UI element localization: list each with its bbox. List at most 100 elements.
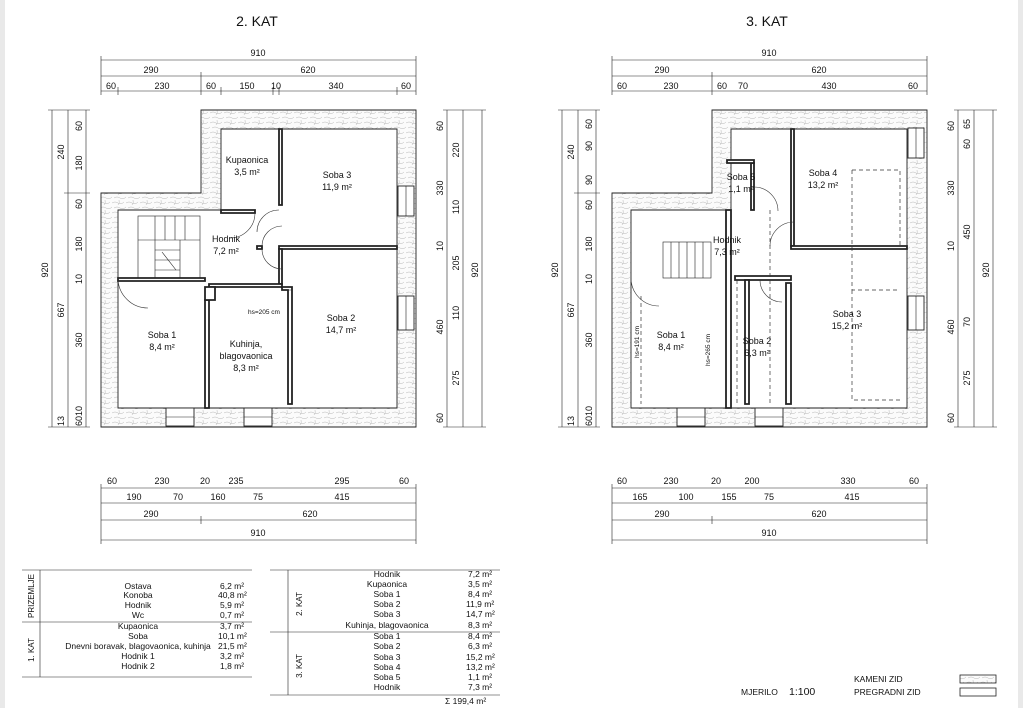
svg-text:110: 110 <box>451 306 461 320</box>
svg-text:620: 620 <box>811 65 826 75</box>
svg-text:60: 60 <box>617 81 627 91</box>
svg-text:230: 230 <box>154 81 169 91</box>
svg-text:8,4 m²: 8,4 m² <box>468 589 492 599</box>
svg-text:1,8 m²: 1,8 m² <box>220 661 244 671</box>
svg-text:910: 910 <box>761 48 776 58</box>
page-edge-left <box>0 0 5 708</box>
svg-text:240: 240 <box>566 144 576 159</box>
svg-text:Kuhinja, blagovaonica: Kuhinja, blagovaonica <box>345 620 428 630</box>
svg-text:415: 415 <box>844 492 859 502</box>
svg-text:15,2 m²: 15,2 m² <box>832 321 863 331</box>
floor-2-plan: Kupaonica 3,5 m² Soba 3 11,9 m² Hodnik 7… <box>40 48 486 544</box>
svg-text:340: 340 <box>328 81 343 91</box>
group-1-kat: 1. KAT <box>27 638 36 662</box>
page-edge-right <box>1018 0 1023 708</box>
svg-text:275: 275 <box>451 370 461 385</box>
svg-text:8,3 m²: 8,3 m² <box>468 620 492 630</box>
svg-text:200: 200 <box>744 476 759 486</box>
svg-text:Soba 5: Soba 5 <box>374 672 401 682</box>
f3-right-dimensions: 60 65 60 330 450 10 920 460 70 275 60 <box>946 109 997 428</box>
svg-text:Soba 3: Soba 3 <box>374 609 401 619</box>
svg-text:275: 275 <box>962 370 972 385</box>
svg-text:Wc: Wc <box>132 610 145 620</box>
svg-text:415: 415 <box>334 492 349 502</box>
f3-room-soba4: Soba 4 <box>809 168 838 178</box>
svg-text:1,1 m²: 1,1 m² <box>728 184 754 194</box>
svg-text:60: 60 <box>717 81 727 91</box>
svg-text:10: 10 <box>584 406 594 416</box>
svg-text:620: 620 <box>302 509 317 519</box>
svg-text:90: 90 <box>584 175 594 185</box>
svg-text:13: 13 <box>56 416 66 426</box>
svg-text:15,2 m²: 15,2 m² <box>466 652 495 662</box>
svg-text:70: 70 <box>173 492 183 502</box>
title-floor-2: 2. KAT <box>236 13 278 29</box>
svg-text:230: 230 <box>154 476 169 486</box>
svg-text:10,1 m²: 10,1 m² <box>218 631 247 641</box>
group-2-kat: 2. KAT <box>295 592 304 616</box>
svg-text:60: 60 <box>617 476 627 486</box>
legend-partition-label: PREGRADNI ZID <box>854 687 921 697</box>
svg-text:180: 180 <box>74 155 84 170</box>
svg-text:290: 290 <box>143 65 158 75</box>
svg-text:14,7 m²: 14,7 m² <box>466 609 495 619</box>
svg-text:10: 10 <box>74 274 84 284</box>
floor-2-stairs <box>137 215 201 279</box>
svg-text:60: 60 <box>399 476 409 486</box>
svg-text:Hodnik 1: Hodnik 1 <box>121 651 155 661</box>
f3-room-hodnik: Hodnik <box>713 235 742 245</box>
svg-text:blagovaonica: blagovaonica <box>219 351 272 361</box>
svg-text:7,3 m²: 7,3 m² <box>714 247 740 257</box>
svg-text:8,4 m²: 8,4 m² <box>468 631 492 641</box>
svg-text:Soba 4: Soba 4 <box>374 662 401 672</box>
svg-text:920: 920 <box>470 262 480 277</box>
svg-text:70: 70 <box>738 81 748 91</box>
svg-text:910: 910 <box>250 48 265 58</box>
svg-text:Soba 1: Soba 1 <box>374 631 401 641</box>
svg-text:620: 620 <box>300 65 315 75</box>
svg-text:Konoba: Konoba <box>123 590 153 600</box>
svg-text:10: 10 <box>584 274 594 284</box>
svg-text:6,2 m²: 6,2 m² <box>220 581 244 591</box>
svg-text:910: 910 <box>250 528 265 538</box>
svg-text:Hodnik: Hodnik <box>374 569 401 579</box>
floor-3-stairs <box>662 241 712 279</box>
svg-text:360: 360 <box>584 332 594 347</box>
svg-text:Soba 2: Soba 2 <box>374 599 401 609</box>
svg-text:14,7 m²: 14,7 m² <box>326 325 357 335</box>
f3-top-dimensions: 910 290 620 60 230 60 70 430 60 <box>611 48 928 95</box>
svg-text:60: 60 <box>435 121 445 131</box>
svg-text:667: 667 <box>56 302 66 317</box>
svg-text:13: 13 <box>566 416 576 426</box>
f2-bottom-dimensions: 60 230 20 235 295 60 190 70 160 75 415 2… <box>100 476 417 544</box>
svg-text:Dnevni boravak, blagovaonica,: Dnevni boravak, blagovaonica, kuhinja <box>65 641 211 651</box>
svg-text:230: 230 <box>663 81 678 91</box>
svg-text:60: 60 <box>946 413 956 423</box>
svg-text:70: 70 <box>962 317 972 327</box>
svg-text:60: 60 <box>584 416 594 426</box>
group-3-kat: 3. KAT <box>295 654 304 678</box>
svg-text:Hodnik 2: Hodnik 2 <box>121 661 155 671</box>
group-prizemlje: PRIZEMLJE <box>27 574 36 618</box>
svg-text:Kupaonica: Kupaonica <box>367 579 407 589</box>
svg-text:11,9 m²: 11,9 m² <box>322 182 352 192</box>
svg-text:7,2 m²: 7,2 m² <box>213 246 239 256</box>
svg-text:450: 450 <box>962 224 972 239</box>
svg-text:60: 60 <box>401 81 411 91</box>
svg-text:180: 180 <box>584 236 594 251</box>
svg-text:920: 920 <box>550 262 560 277</box>
f2-room-kupaonica: Kupaonica <box>226 155 269 165</box>
svg-text:110: 110 <box>451 200 461 214</box>
svg-text:Soba 2: Soba 2 <box>374 641 401 651</box>
svg-text:90: 90 <box>584 141 594 151</box>
svg-text:7,3 m²: 7,3 m² <box>468 682 492 692</box>
svg-text:5,9 m²: 5,9 m² <box>220 600 244 610</box>
f2-right-dimensions: 60 220 330 110 10 205 920 460 110 275 60 <box>435 109 486 428</box>
f3-bottom-dimensions: 60 230 20 200 330 60 165 100 155 75 415 … <box>611 476 928 544</box>
total-area: Σ 199,4 m² <box>445 696 486 706</box>
svg-text:180: 180 <box>74 236 84 251</box>
svg-text:920: 920 <box>40 262 50 277</box>
area-table-second-third: 2. KAT 3. KAT Hodnik 7,2 m² Kupaonica 3,… <box>270 569 500 706</box>
svg-text:3,7 m²: 3,7 m² <box>220 621 244 631</box>
